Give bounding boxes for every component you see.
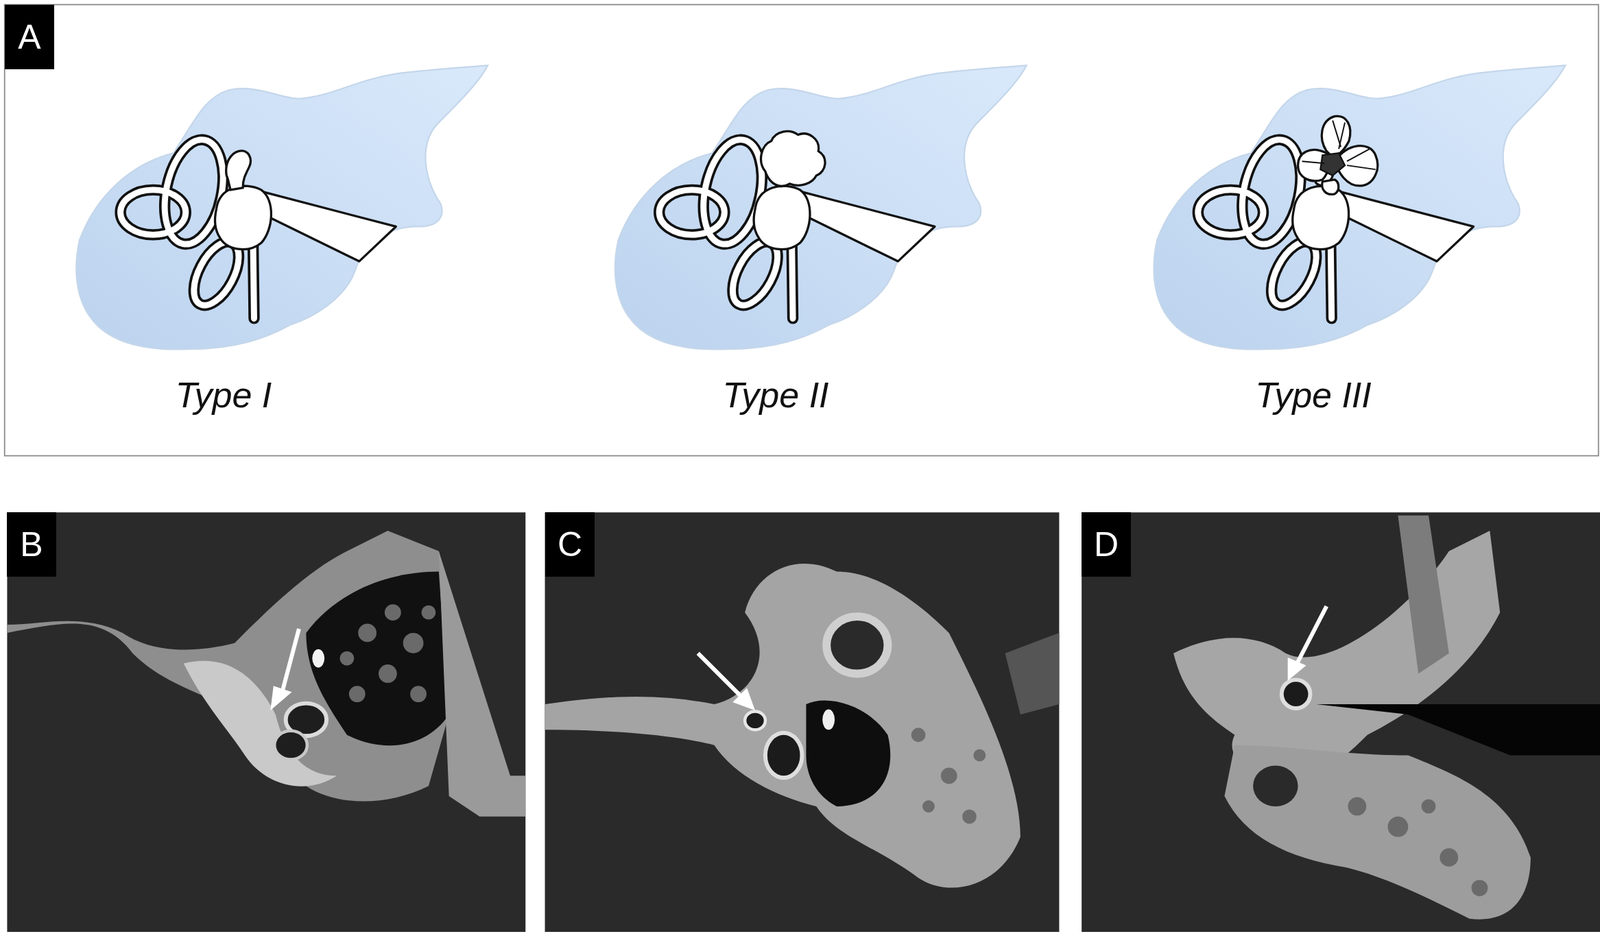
panel-letter-box: B [6,512,57,577]
panel-letter-box: A [4,4,55,70]
panel-letter: B [19,527,43,562]
type-one-schematic [76,65,488,350]
type-label: Type II [722,375,829,415]
panel-letter: C [557,527,583,562]
type-three-schematic [1154,65,1566,350]
panel-frame [4,4,1599,457]
type-label: Type I [175,375,273,415]
panel-letter: A [17,19,41,55]
type-two-schematic [615,65,1027,350]
panel-letter: D [1093,527,1119,562]
type-label: Type III [1255,375,1372,415]
ct-image-d [1081,512,1600,933]
panel-letter-box: C [545,512,595,577]
panel-letter-box: D [1081,512,1131,577]
ct-image-b [6,512,526,933]
ct-image-c [545,512,1060,933]
